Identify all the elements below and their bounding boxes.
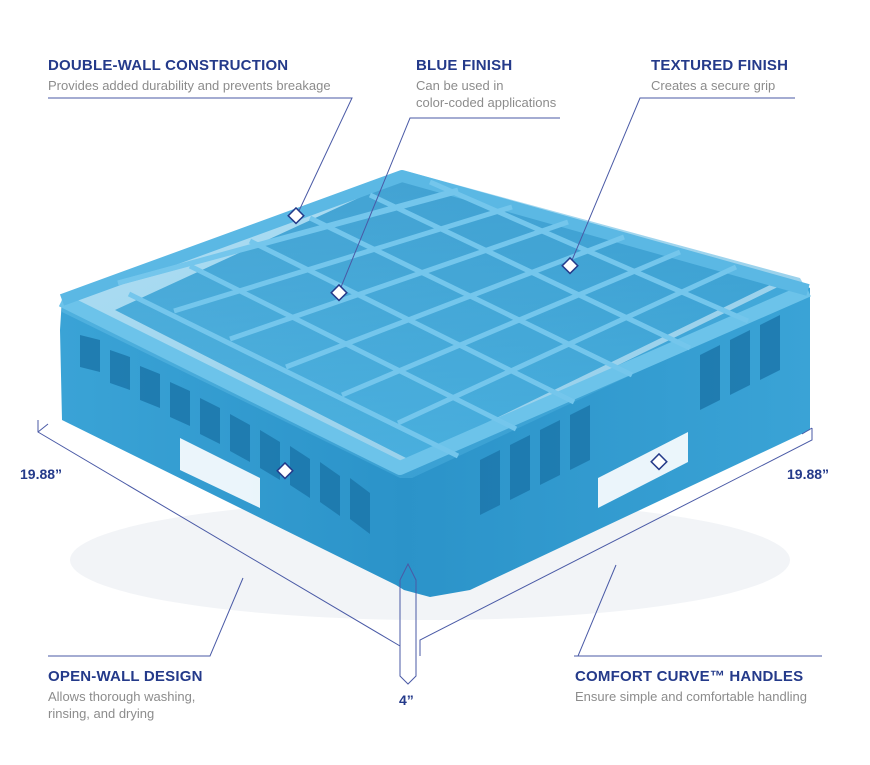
rim-edge-front <box>58 283 811 475</box>
dish-rack <box>58 170 811 597</box>
marker-double-wall <box>287 206 305 225</box>
dimension-left-label: 19.88” <box>20 466 63 482</box>
callout-open-wall: OPEN-WALL DESIGN Allows thorough washing… <box>48 668 203 722</box>
marker-open-wall <box>276 461 294 480</box>
callout-description: Creates a secure grip <box>651 78 776 93</box>
callout-blue-finish: BLUE FINISH Can be used in color-coded a… <box>416 57 556 111</box>
open-wall-honeycomb-right <box>480 315 780 515</box>
rim-edge-back <box>59 170 810 306</box>
callout-description-line-2: color-coded applications <box>416 95 557 110</box>
marker-comfort-curve <box>650 452 668 471</box>
callout-leaders <box>48 97 822 657</box>
callout-title: OPEN-WALL DESIGN <box>48 668 203 685</box>
callout-title: BLUE FINISH <box>416 57 513 74</box>
callout-description: Ensure simple and comfortable handling <box>575 689 807 704</box>
callout-description-line-2: rinsing, and drying <box>48 706 155 721</box>
callout-title: TEXTURED FINISH <box>651 57 789 74</box>
marker-blue-finish <box>330 283 348 302</box>
dimension-lines <box>37 420 813 685</box>
callout-double-wall: DOUBLE-WALL CONSTRUCTION Provides added … <box>48 57 331 94</box>
callout-description: Provides added durability and prevents b… <box>48 78 331 93</box>
callout-title: DOUBLE-WALL CONSTRUCTION <box>48 57 289 74</box>
open-wall-honeycomb-left <box>80 335 370 534</box>
callout-description-line-1: Can be used in <box>416 78 504 93</box>
callout-textured-finish: TEXTURED FINISH Creates a secure grip <box>651 57 788 94</box>
compartment-grid <box>117 179 750 459</box>
marker-textured-finish <box>561 256 579 275</box>
height-dimension-line <box>399 562 417 685</box>
right-handle-cutout <box>598 432 688 508</box>
callout-comfort-curve: COMFORT CURVE™ HANDLES Ensure simple and… <box>575 668 807 705</box>
dimension-height-label: 4” <box>399 692 414 708</box>
dimension-right-label: 19.88” <box>787 466 830 482</box>
left-handle-cutout <box>180 438 260 508</box>
callout-title: COMFORT CURVE™ HANDLES <box>575 668 804 685</box>
right-dimension-line <box>419 428 813 656</box>
callout-description-line-1: Allows thorough washing, <box>48 689 196 704</box>
callout-markers <box>276 206 668 480</box>
